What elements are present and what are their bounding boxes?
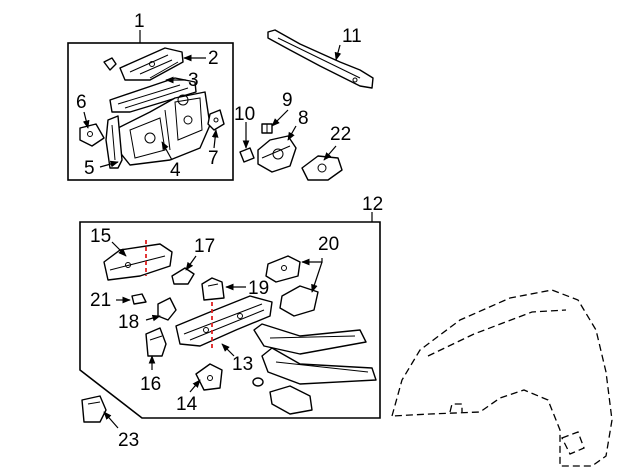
callout-1: 1 (134, 11, 145, 32)
part-18-bracket[interactable] (157, 297, 177, 321)
leader-17 (185, 255, 197, 271)
callout-17: 17 (194, 236, 215, 257)
callout-14: 14 (176, 394, 198, 415)
part-8-bracket[interactable] (257, 135, 297, 173)
part-13-side-member[interactable] (175, 295, 273, 347)
callout-8: 8 (298, 108, 309, 129)
callout-9: 9 (282, 90, 293, 111)
group-1-box (67, 30, 234, 181)
callout-5: 5 (84, 158, 95, 179)
part-7-gusset[interactable] (207, 109, 225, 131)
part-10-nut[interactable] (239, 147, 255, 163)
part-5-side-member[interactable] (105, 115, 123, 169)
leader-11 (334, 44, 342, 61)
callout-6: 6 (76, 92, 87, 113)
part-6-bracket[interactable] (79, 123, 105, 147)
part-22-mount[interactable] (301, 155, 343, 181)
callout-16: 16 (140, 374, 161, 395)
part-17-bracket[interactable] (171, 267, 195, 285)
part-9-bolt[interactable] (261, 123, 273, 134)
callout-23: 23 (118, 430, 139, 451)
group-12-box (79, 212, 381, 419)
group-1-leaders (82, 54, 219, 168)
callout-3: 3 (188, 70, 199, 91)
group-20-leaders (301, 258, 323, 293)
callout-20: 20 (318, 234, 339, 255)
callout-labels: 1 2 3 4 5 6 7 8 9 10 11 12 13 14 15 16 1… (76, 11, 383, 451)
part-2-apron-reinforcement[interactable] (119, 47, 184, 81)
part-21-clip[interactable] (131, 293, 147, 305)
part-20-lower[interactable] (279, 285, 319, 317)
callout-22: 22 (330, 124, 351, 145)
part-3-apron-member[interactable] (109, 77, 197, 113)
callout-15: 15 (90, 226, 111, 247)
part-16-bracket[interactable] (145, 327, 167, 357)
part-19-bracket[interactable] (201, 277, 225, 301)
part-20-upper[interactable] (265, 255, 301, 283)
callout-18: 18 (118, 312, 139, 333)
lower-rail-assembly[interactable] (252, 323, 377, 415)
callout-2: 2 (208, 48, 219, 69)
callout-12: 12 (362, 194, 383, 215)
callout-7: 7 (208, 148, 219, 169)
part-4-front-apron[interactable] (117, 91, 211, 166)
callout-13: 13 (232, 354, 253, 375)
leader-22 (323, 145, 337, 161)
leader-15 (111, 241, 127, 257)
leader-14 (189, 379, 201, 393)
leader-13 (221, 343, 235, 357)
callout-11: 11 (342, 26, 362, 47)
leader-23 (103, 411, 119, 429)
part-23-bracket[interactable] (81, 395, 107, 423)
callout-21: 21 (90, 290, 111, 311)
leader-18 (145, 314, 161, 322)
part-14-bracket[interactable] (195, 363, 223, 391)
group-8-10-leaders (242, 109, 297, 149)
callout-19: 19 (248, 278, 269, 299)
fender-outline[interactable] (391, 289, 613, 467)
part-15-front-side-member[interactable] (103, 243, 173, 281)
callout-4: 4 (170, 160, 181, 181)
clip-part[interactable] (103, 57, 117, 71)
part-11-cowl-panel[interactable] (267, 29, 374, 89)
callout-10: 10 (234, 104, 255, 125)
